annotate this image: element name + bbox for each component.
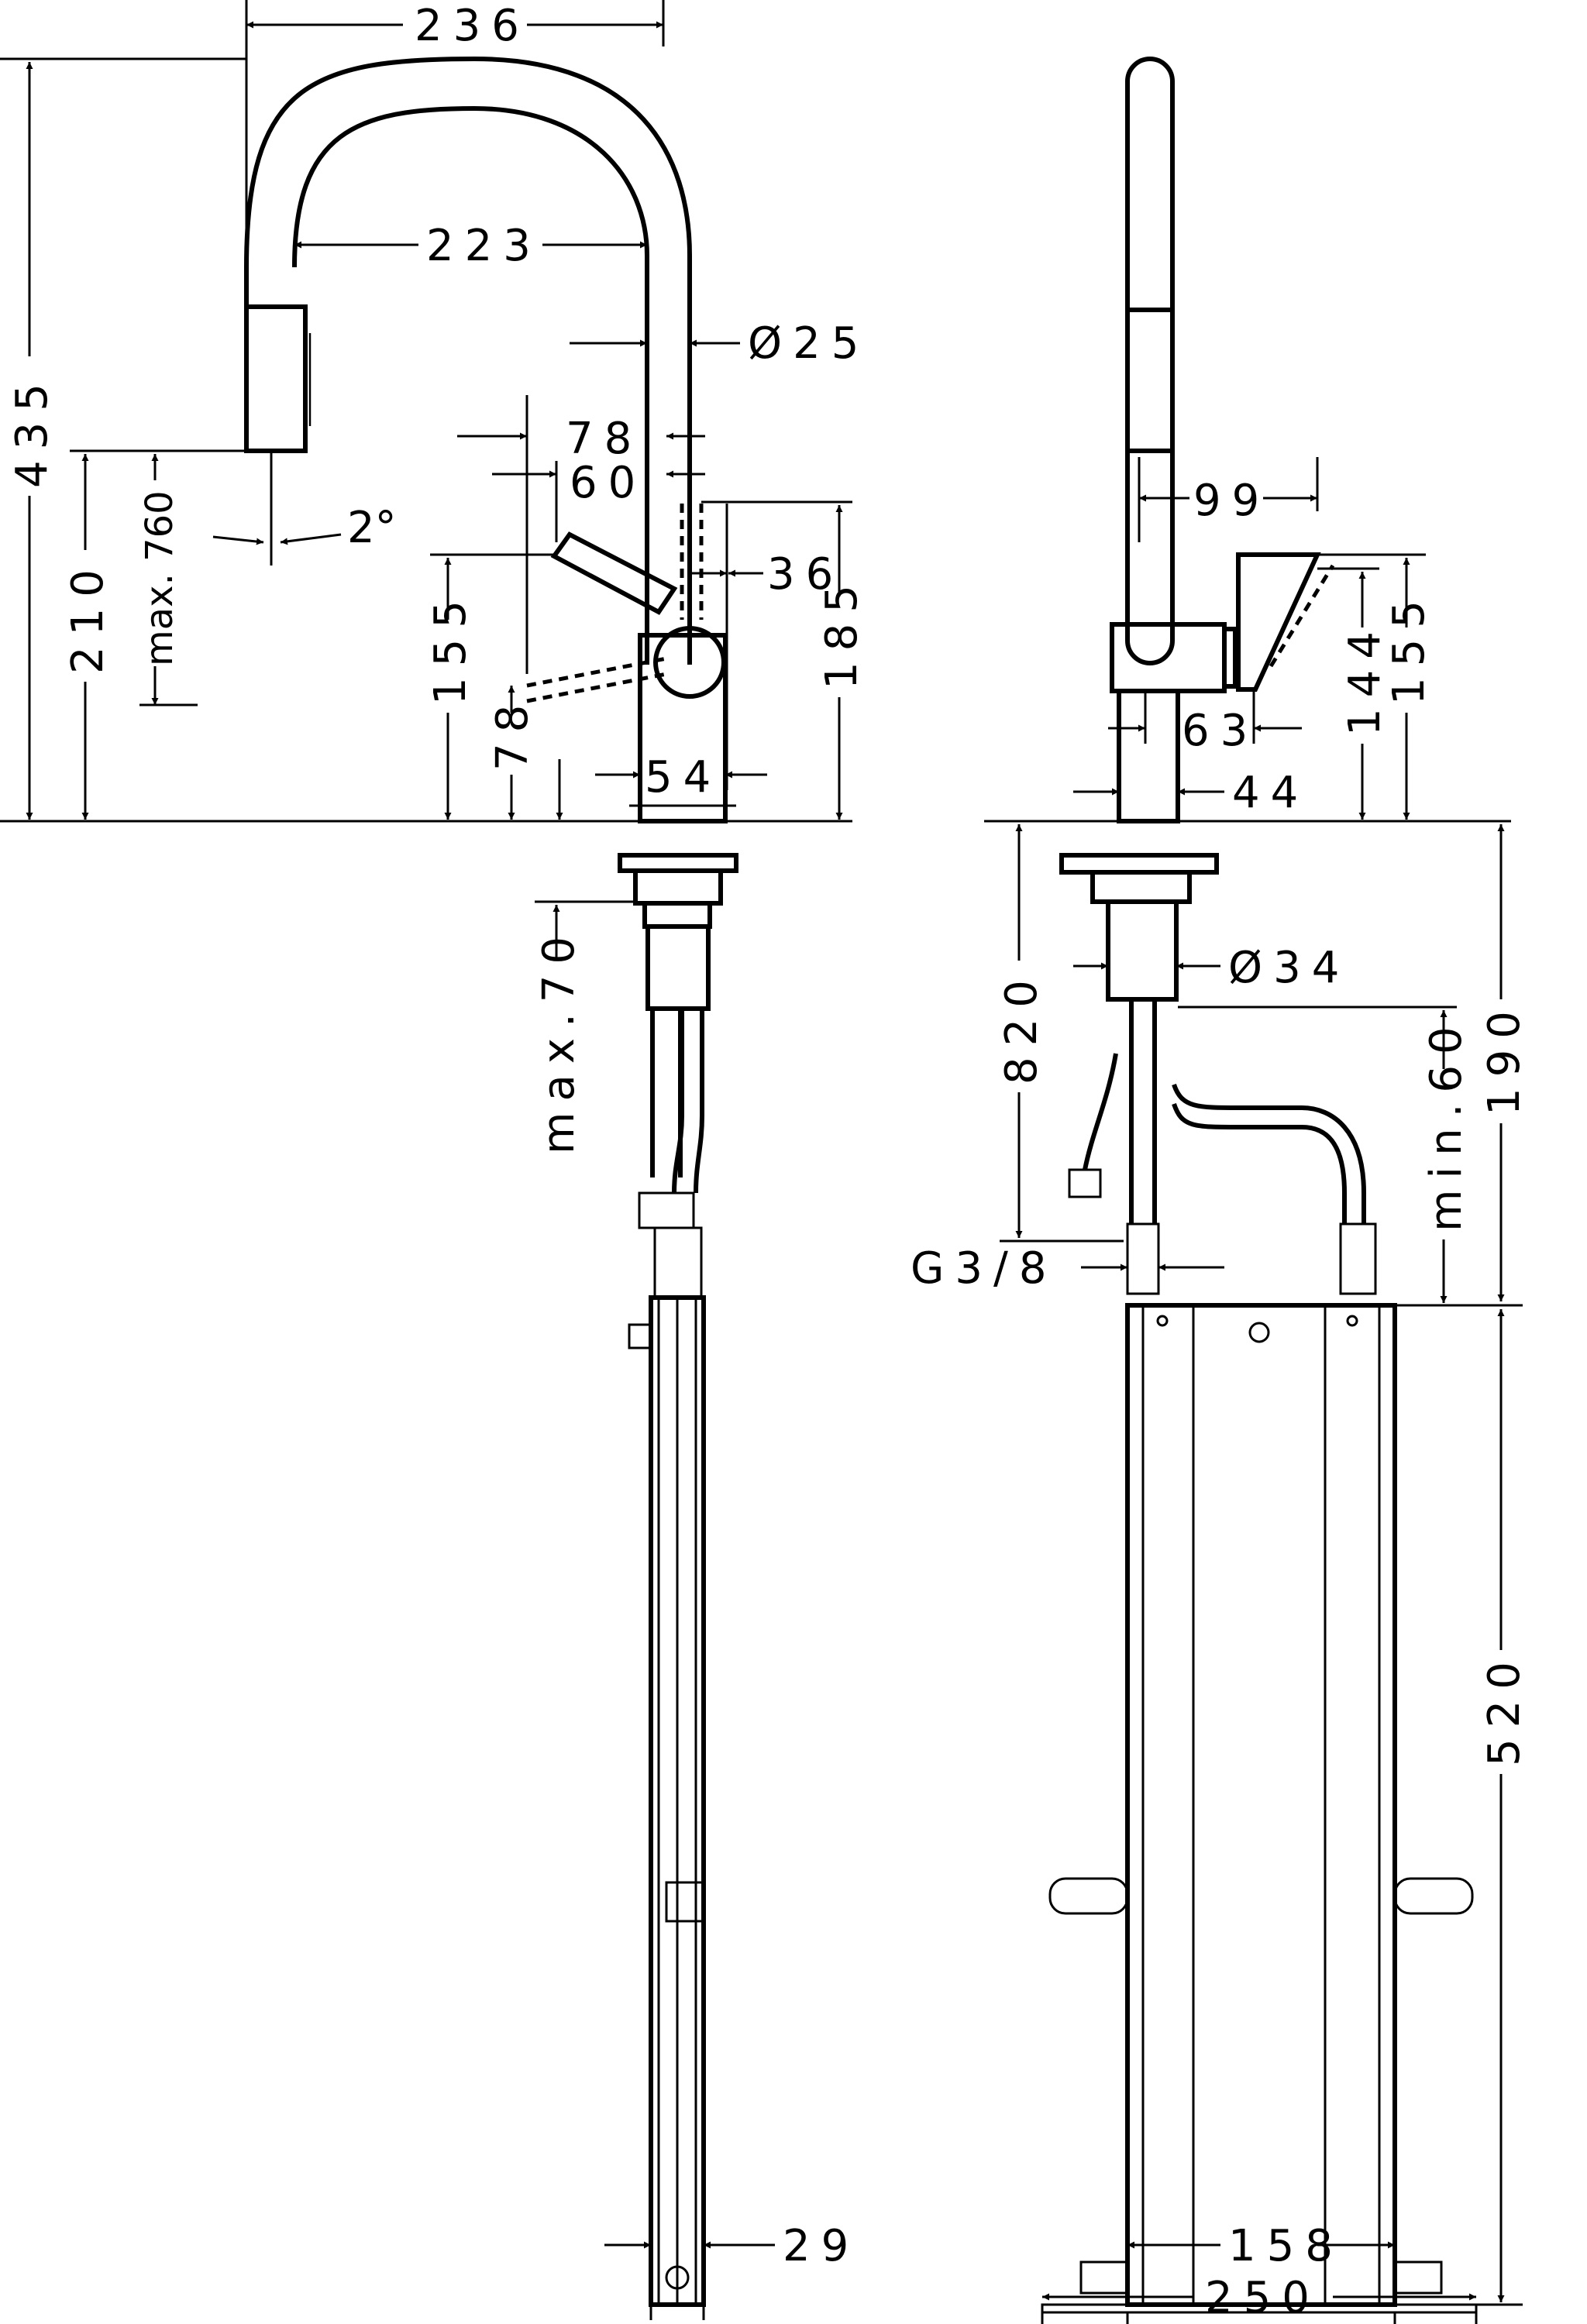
dim-155-b: 155 — [1384, 590, 1434, 705]
dim-78-a: 78 — [566, 414, 642, 464]
dim-25: Ø25 — [748, 318, 869, 369]
spout-side — [1125, 57, 1175, 665]
dim-520: 520 — [1479, 1651, 1530, 1766]
dim-435: 435 — [7, 373, 57, 488]
dim-60: 60 — [570, 458, 646, 508]
dim-155-a: 155 — [425, 590, 476, 705]
lever-side — [1236, 552, 1321, 692]
dim-g38: G3/8 — [911, 1243, 1058, 1294]
dim-99: 99 — [1193, 476, 1270, 526]
lever — [550, 531, 678, 615]
dim-2deg: 2° — [347, 503, 397, 553]
right-view — [984, 57, 1523, 2324]
dim-78-b: 78 — [487, 694, 538, 771]
spout-inner — [292, 105, 649, 624]
left-view — [0, 0, 852, 2320]
dim-250: 250 — [1205, 2273, 1320, 2323]
spray-head — [244, 304, 308, 453]
dim-210: 210 — [63, 559, 113, 674]
dim-54: 54 — [645, 752, 721, 803]
water-tank — [1125, 1303, 1397, 2307]
dim-max760: max. 760 — [138, 490, 181, 666]
lever-hub — [653, 626, 726, 699]
dim-44: 44 — [1232, 768, 1309, 818]
dim-223: 223 — [426, 221, 542, 271]
dim-max70: max.70 — [534, 926, 584, 1154]
dim-144: 144 — [1340, 621, 1390, 736]
dim-236: 236 — [415, 1, 530, 51]
dim-158: 158 — [1228, 2221, 1344, 2271]
dimension-labels: 236 223 Ø25 78 60 2° 435 210 max. 760 15… — [7, 1, 1530, 2323]
dim-36: 36 — [767, 549, 844, 600]
spout-outer — [244, 56, 692, 624]
dim-63: 63 — [1182, 706, 1258, 756]
dim-min60: min.60 — [1421, 1016, 1472, 1232]
dim-29: 29 — [783, 2221, 859, 2271]
dim-34: Ø34 — [1228, 943, 1350, 993]
dim-820: 820 — [997, 969, 1047, 1085]
faucet-body — [638, 633, 728, 823]
dim-190: 190 — [1479, 1000, 1530, 1116]
dim-185: 185 — [817, 574, 867, 689]
